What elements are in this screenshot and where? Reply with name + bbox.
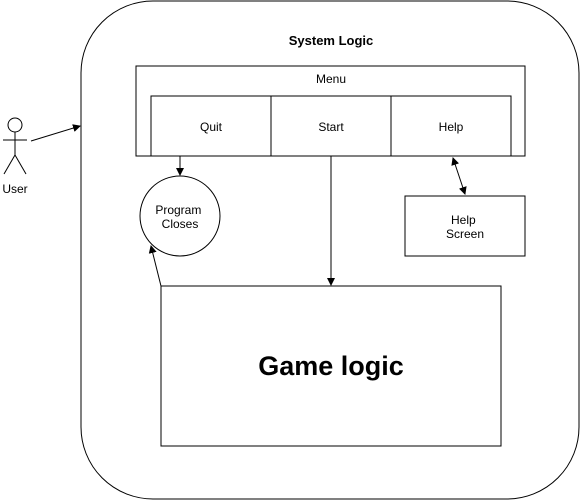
menu-title: Menu: [316, 72, 346, 86]
help-screen-box: [404, 195, 526, 257]
help-screen-line2: Screen: [446, 227, 484, 241]
program-closes-line1: Program: [155, 203, 201, 217]
program-closes-label: Program Closes: [155, 203, 204, 231]
menu-item-help: Help: [390, 95, 512, 157]
help-screen-label: Help Screen: [446, 213, 484, 241]
game-logic-box: [160, 285, 502, 447]
user-to-system-arrow: [30, 124, 81, 142]
help-to-help-screen-arrow: [451, 157, 467, 195]
menu-item-label: Start: [318, 120, 344, 134]
menu-item-quit: Quit: [150, 95, 272, 157]
program-closes-line2: Closes: [162, 217, 199, 231]
program-closes-node: [139, 175, 221, 257]
menu-item-label: Help: [439, 120, 464, 134]
user-label: User: [2, 182, 27, 196]
game-logic-label: Game logic: [258, 351, 404, 381]
help-screen-line1: Help: [451, 213, 476, 227]
user-actor-icon: [3, 117, 27, 175]
system-title: System Logic: [289, 33, 374, 48]
menu-item-start: Start: [270, 95, 392, 157]
game-logic-to-program-closes-arrow: [148, 245, 162, 287]
menu-item-label: Quit: [200, 120, 223, 134]
